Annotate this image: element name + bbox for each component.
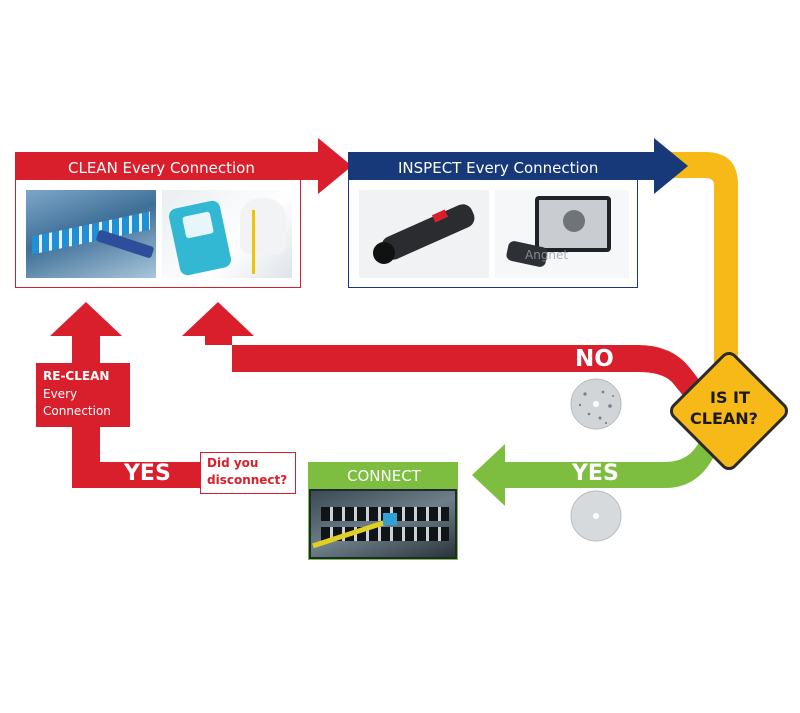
yellow-flow-path [665, 152, 738, 388]
decision-diamond [670, 352, 788, 470]
inspection-display-photo: Angnet [495, 190, 629, 278]
patch-panel-cleaning-photo [26, 190, 156, 278]
no-label: NO [575, 346, 614, 372]
disconnect-line1: Did you [207, 456, 259, 470]
decision-line2: CLEAN? [690, 409, 758, 428]
reclean-line1: RE-CLEAN [43, 369, 110, 383]
green-yes-arrow [472, 440, 716, 506]
cassette-cleaner-photo [162, 190, 292, 278]
microscope-eyepiece [373, 242, 395, 264]
switch-photo [311, 491, 455, 557]
clean-photo-box [15, 180, 301, 288]
decision-line1: IS IT [710, 388, 750, 407]
reclean-line2: Every [43, 387, 78, 401]
clean-title: CLEAN Every Connection [68, 159, 255, 177]
reclean-line3: Connection [43, 404, 111, 418]
reclean-box: RE-CLEAN Every Connection [36, 363, 130, 427]
reclean-return-arrow [50, 302, 200, 488]
disconnect-line2: disconnect? [207, 473, 288, 487]
connect-header [309, 463, 457, 489]
yes-right-label: YES [572, 461, 619, 486]
watermark-text: Angnet [525, 248, 569, 262]
inspect-title: INSPECT Every Connection [398, 159, 599, 177]
gloved-hand [240, 198, 286, 254]
no-return-arrow [182, 302, 703, 398]
connect-box: CONNECT [308, 462, 458, 560]
clean-endface-icon [570, 490, 622, 542]
display-endface-view [563, 210, 585, 232]
connect-title: CONNECT [347, 467, 421, 485]
dirty-endface-icon [570, 378, 622, 430]
inspect-photo-box: Angnet [348, 180, 638, 288]
cassette-cleaner-body [167, 199, 233, 277]
fiber-microscope-photo [359, 190, 489, 278]
disconnect-question-box: Did you disconnect? [200, 452, 296, 494]
connect-fiber-plug [383, 513, 397, 525]
yes-left-label: YES [124, 461, 171, 486]
fiber-cable [252, 210, 255, 274]
